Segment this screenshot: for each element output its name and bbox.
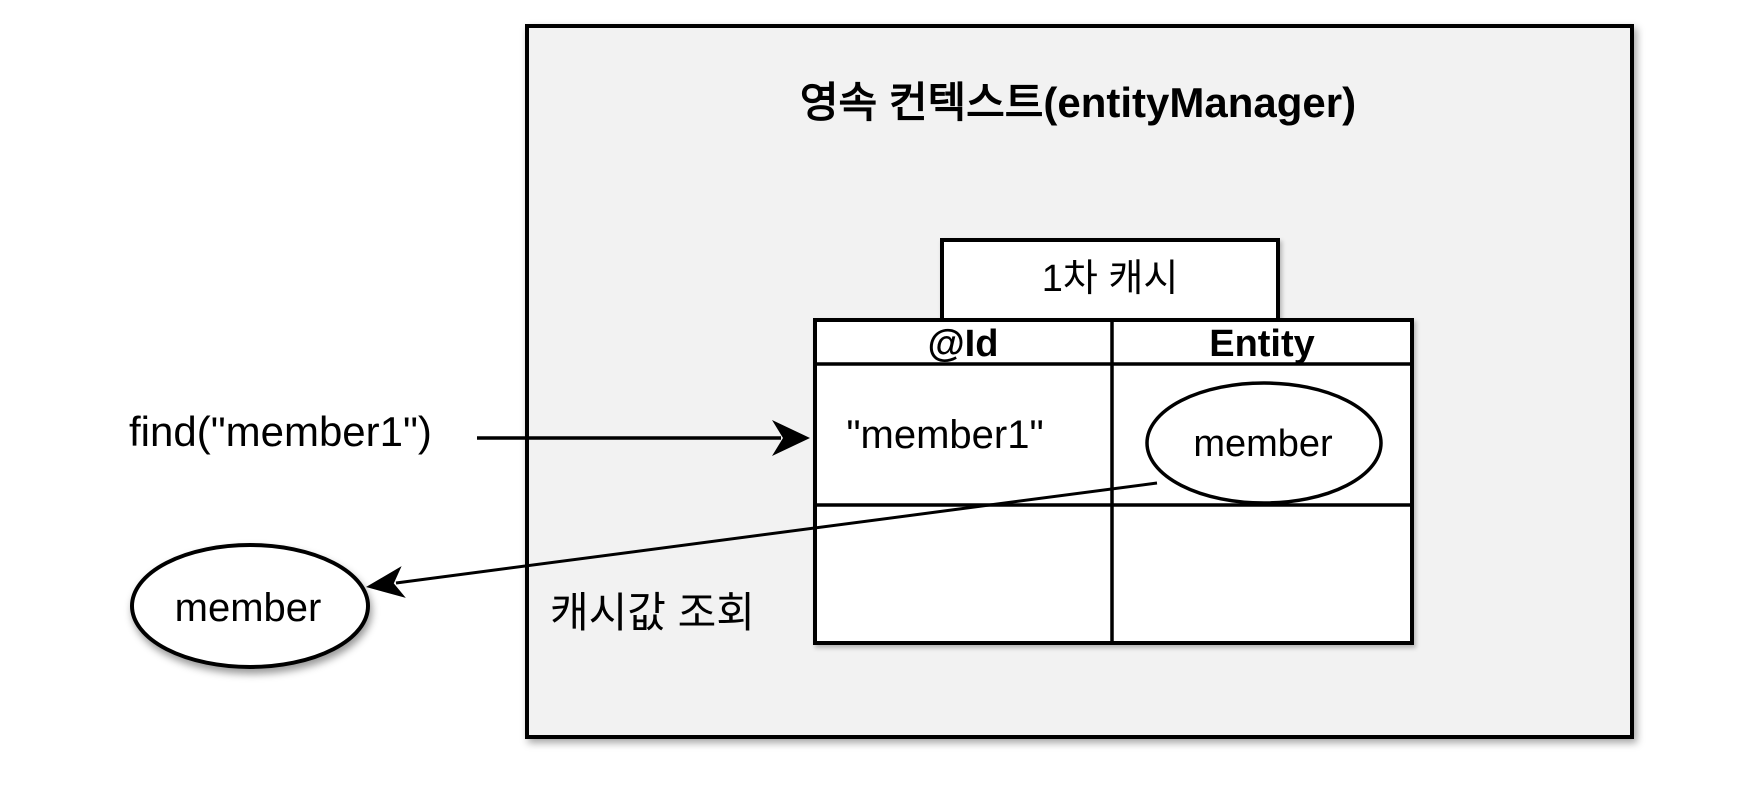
table-header-entity: Entity (1209, 323, 1315, 365)
result-member-entity-ellipse (130, 543, 370, 669)
find-arrow-head-icon (772, 420, 810, 456)
find-arrow (477, 420, 810, 456)
cache-lookup-arrow-line (395, 481, 1158, 585)
first-level-cache-label: 1차 캐시 (1042, 258, 1179, 300)
cache-lookup-arrow (366, 481, 1158, 598)
persistence-context-title: 영속 컨텍스트(entityManager) (800, 79, 1356, 126)
find-call-label: find("member1") (129, 408, 432, 455)
first-level-cache-box (940, 238, 1280, 322)
cache-lookup-caption: 캐시값 조회 (550, 589, 755, 636)
table-header-id: @Id (928, 323, 999, 365)
cache-lookup-arrow-head-icon (366, 566, 406, 598)
result-member-entity-label: member (175, 586, 322, 630)
cached-member-entity-ellipse (1145, 381, 1383, 505)
cache-table: @Id Entity "member1" member (813, 318, 1414, 645)
result-entity: member (130, 543, 370, 669)
cached-member-entity-label: member (1193, 423, 1333, 465)
table-cell-id-member1: "member1" (846, 413, 1043, 457)
